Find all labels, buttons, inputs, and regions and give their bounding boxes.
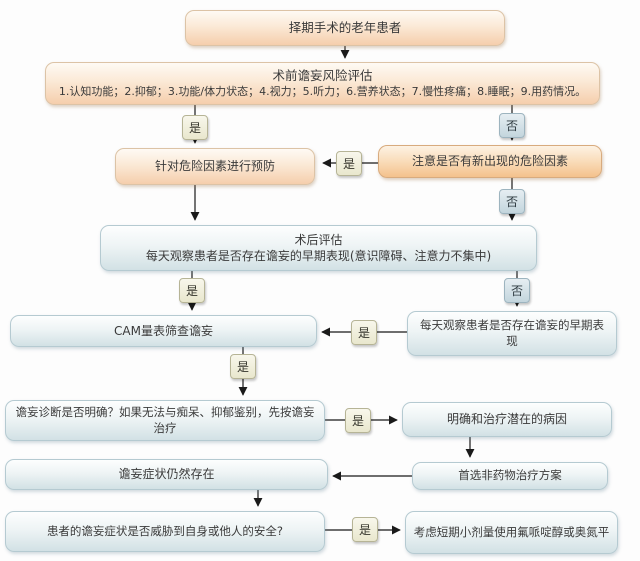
preop-assessment-items: 1.认知功能；2.抑郁；3.功能/体力状态；4.视力；5.听力；6.营养状态；7… — [58, 84, 587, 98]
yes-label-preop-left: 是 — [182, 115, 208, 140]
yes-label-postop-left: 是 — [179, 278, 205, 303]
node-treat-underlying-causes: 明确和治疗潜在的病因 — [402, 402, 612, 437]
no-label-below-newrisk: 否 — [499, 189, 525, 214]
postop-assessment-detail: 每天观察患者是否存在谵妄的早期表现(意识障碍、注意力不集中) — [145, 249, 492, 263]
node-safety-threat-question: 患者的谵妄症状是否威胁到自身或他人的安全? — [5, 511, 325, 552]
node-risk-factor-prevention: 针对危险因素进行预防 — [115, 148, 315, 185]
node-symptoms-persist: 谵妄症状仍然存在 — [5, 459, 328, 490]
node-elderly-surgery-patient: 择期手术的老年患者 — [185, 10, 505, 46]
node-preop-risk-assessment: 术前谵妄风险评估 1.认知功能；2.抑郁；3.功能/体力状态；4.视力；5.听力… — [45, 62, 600, 105]
yes-label-diagnosis-to-causes: 是 — [345, 408, 371, 433]
node-short-term-medication: 考虑短期小剂量使用氟哌啶醇或奥氮平 — [405, 511, 618, 554]
yes-label-below-cam: 是 — [230, 354, 256, 379]
node-watch-new-risk-factors: 注意是否有新出现的危险因素 — [378, 145, 602, 178]
node-nonpharmacologic-treatment: 首选非药物治疗方案 — [412, 462, 608, 490]
node-cam-screening: CAM量表筛查谵妄 — [10, 315, 317, 347]
node-daily-observation: 每天观察患者是否存在谵妄的早期表现 — [407, 311, 617, 356]
yes-label-newrisk-to-prevention: 是 — [336, 151, 362, 176]
no-label-preop-right: 否 — [499, 113, 525, 138]
postop-assessment-title: 术后评估 — [294, 232, 343, 247]
node-diagnosis-question: 谵妄诊断是否明确？如果无法与痴呆、抑郁鉴别，先按谵妄治疗 — [5, 400, 325, 441]
preop-assessment-title: 术前谵妄风险评估 — [272, 67, 373, 83]
yes-label-daily-to-cam: 是 — [351, 320, 377, 345]
no-label-postop-right: 否 — [504, 278, 530, 303]
yes-label-threat-to-medication: 是 — [352, 517, 378, 542]
node-postop-assessment: 术后评估 每天观察患者是否存在谵妄的早期表现(意识障碍、注意力不集中) — [100, 225, 537, 271]
